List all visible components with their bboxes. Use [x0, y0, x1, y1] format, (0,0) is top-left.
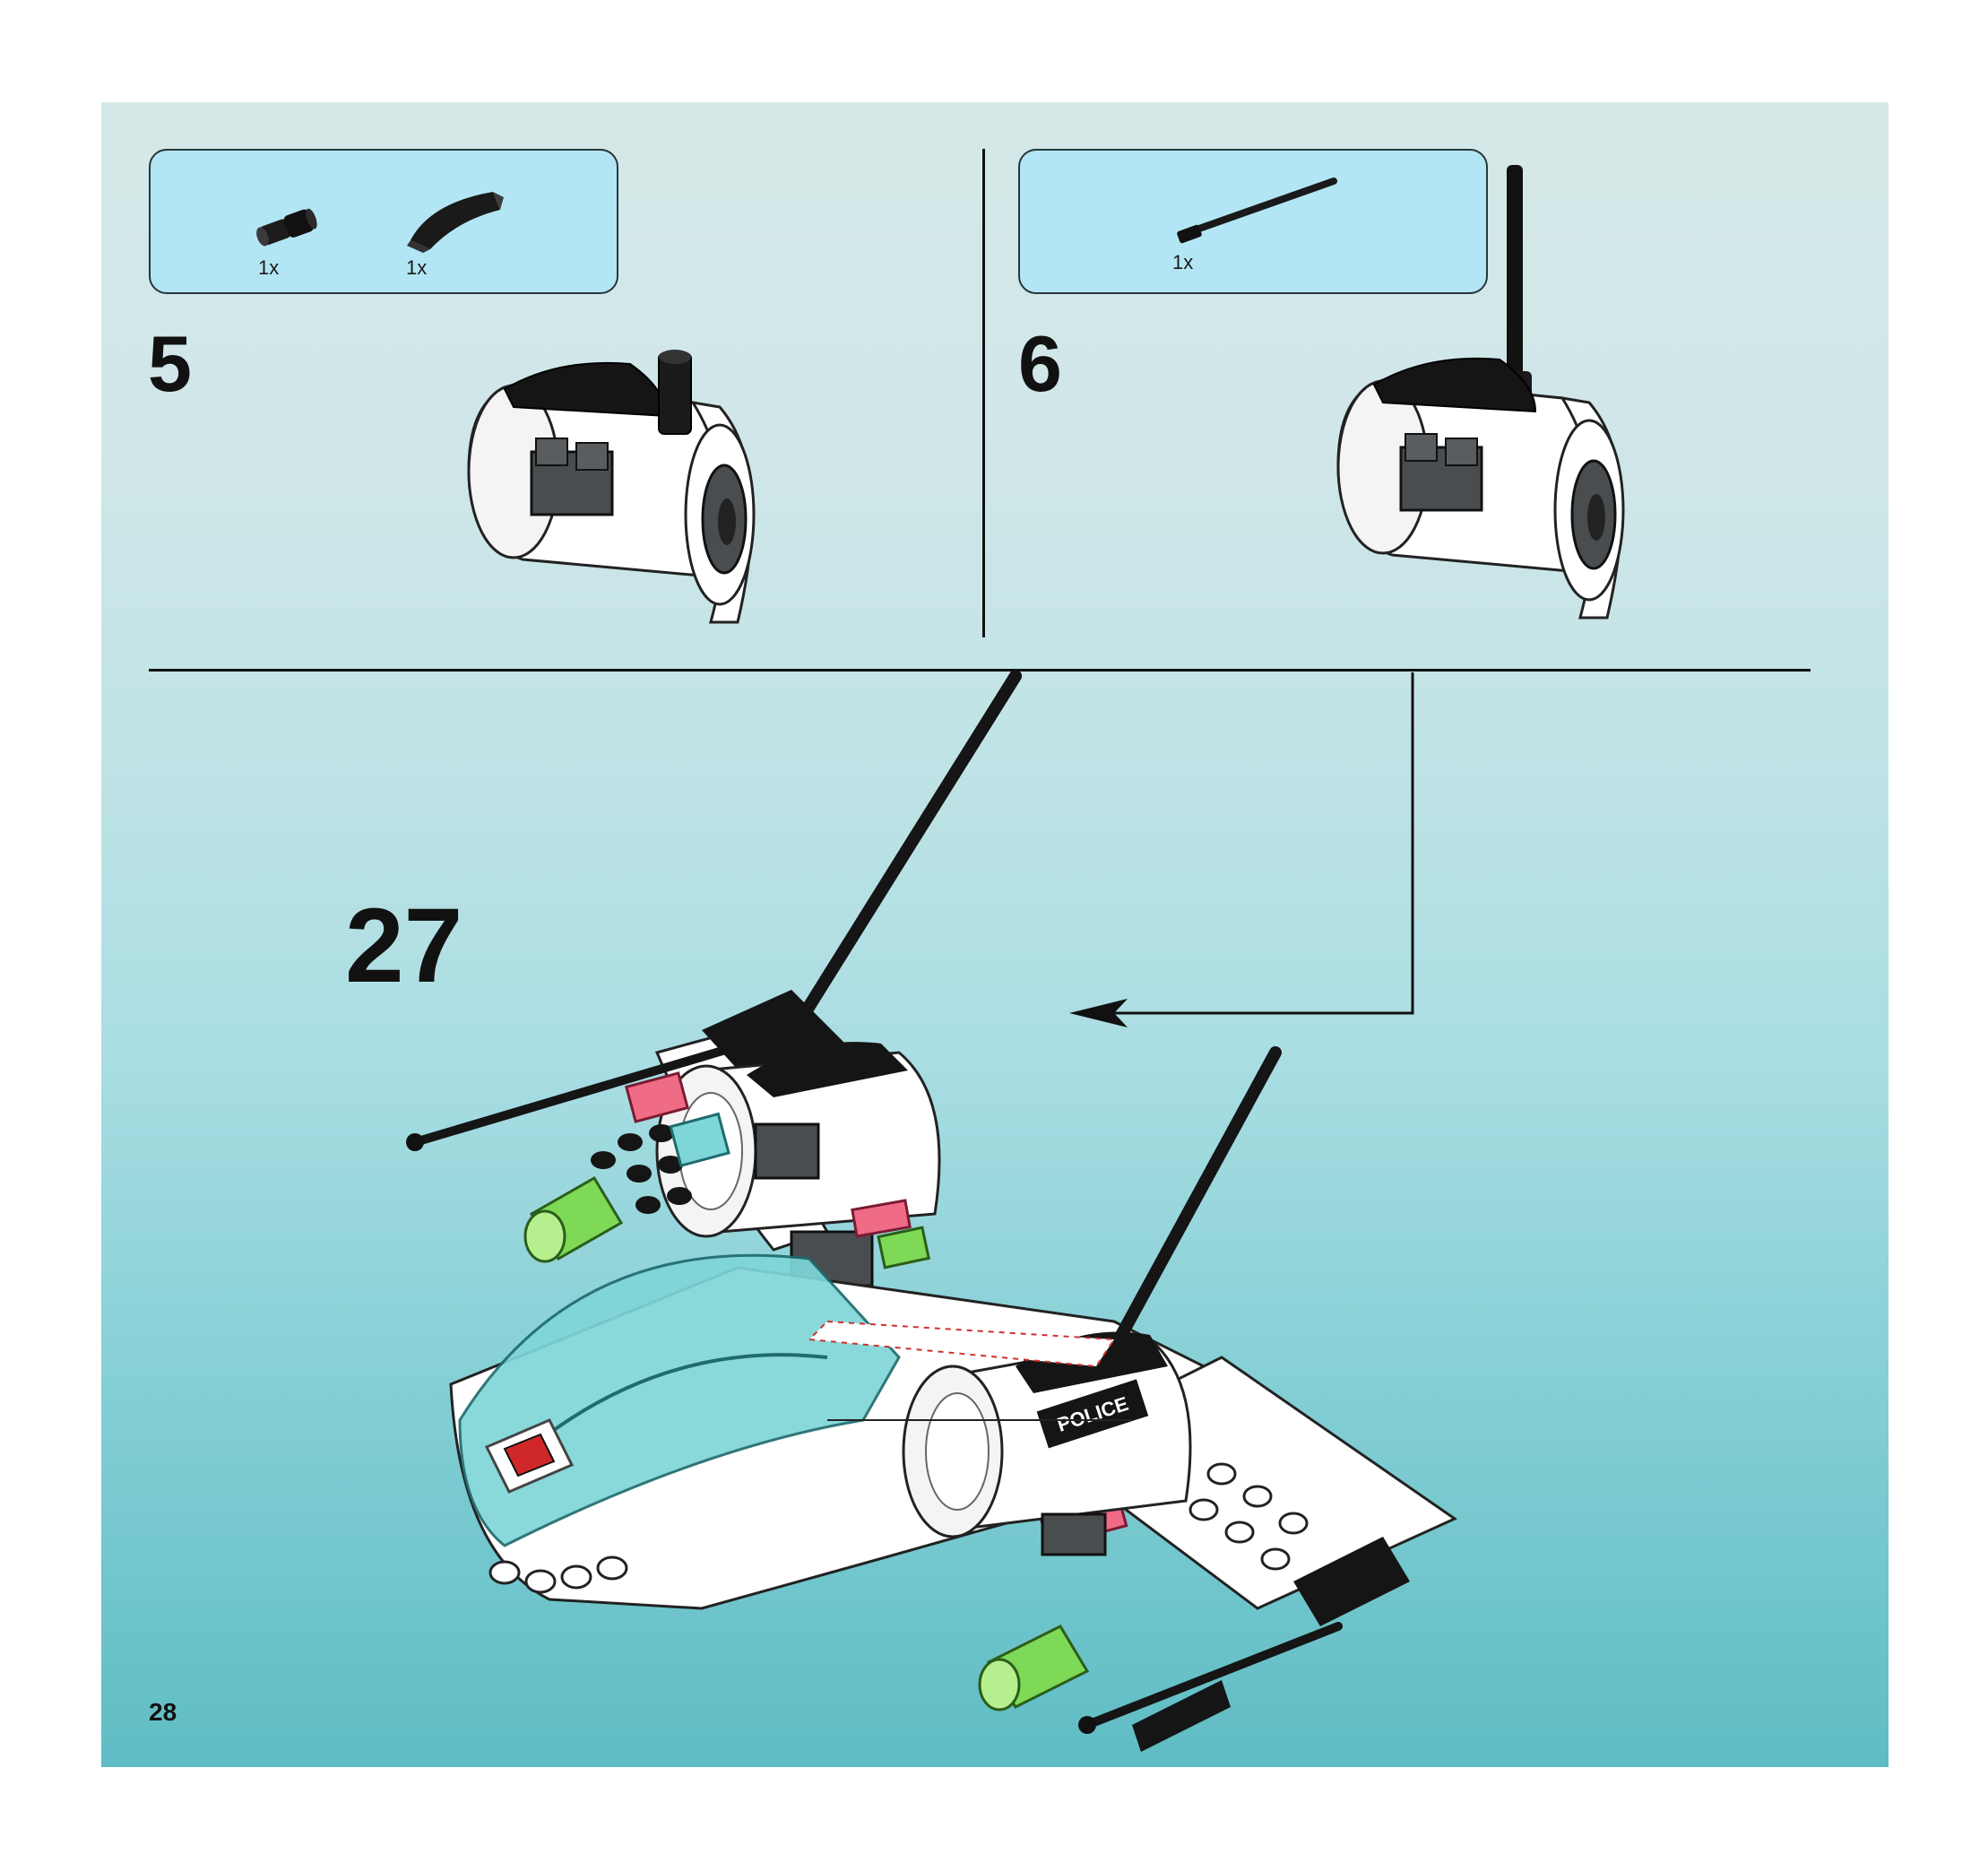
step5-part1-qty: 1x [258, 256, 280, 279]
step5-part2-qty: 1x [406, 256, 428, 279]
step5-number: 5 [148, 319, 192, 408]
step5-engine-assembly [467, 350, 756, 624]
step6-part1-qty: 1x [1172, 251, 1194, 273]
curved-slope-icon [407, 192, 504, 253]
page-number: 28 [149, 1698, 177, 1726]
antenna-bar-icon [1177, 178, 1337, 244]
step6-parts-callout: 1x [1018, 149, 1488, 294]
step27-spaceship-model: POLICE [406, 670, 1458, 1752]
step6-number: 6 [1018, 319, 1062, 408]
step27-number: 27 [345, 887, 463, 1005]
step-divider-vertical [982, 149, 985, 637]
pin-connector-icon [256, 208, 317, 247]
step5-parts-callout: 1x 1x [149, 149, 618, 294]
step-divider-horizontal [149, 669, 1811, 672]
instruction-page: 1x 1x 5 1x [101, 102, 1889, 1767]
callout-arrow [1069, 672, 1414, 1027]
step6-engine-assembly [1336, 165, 1625, 620]
